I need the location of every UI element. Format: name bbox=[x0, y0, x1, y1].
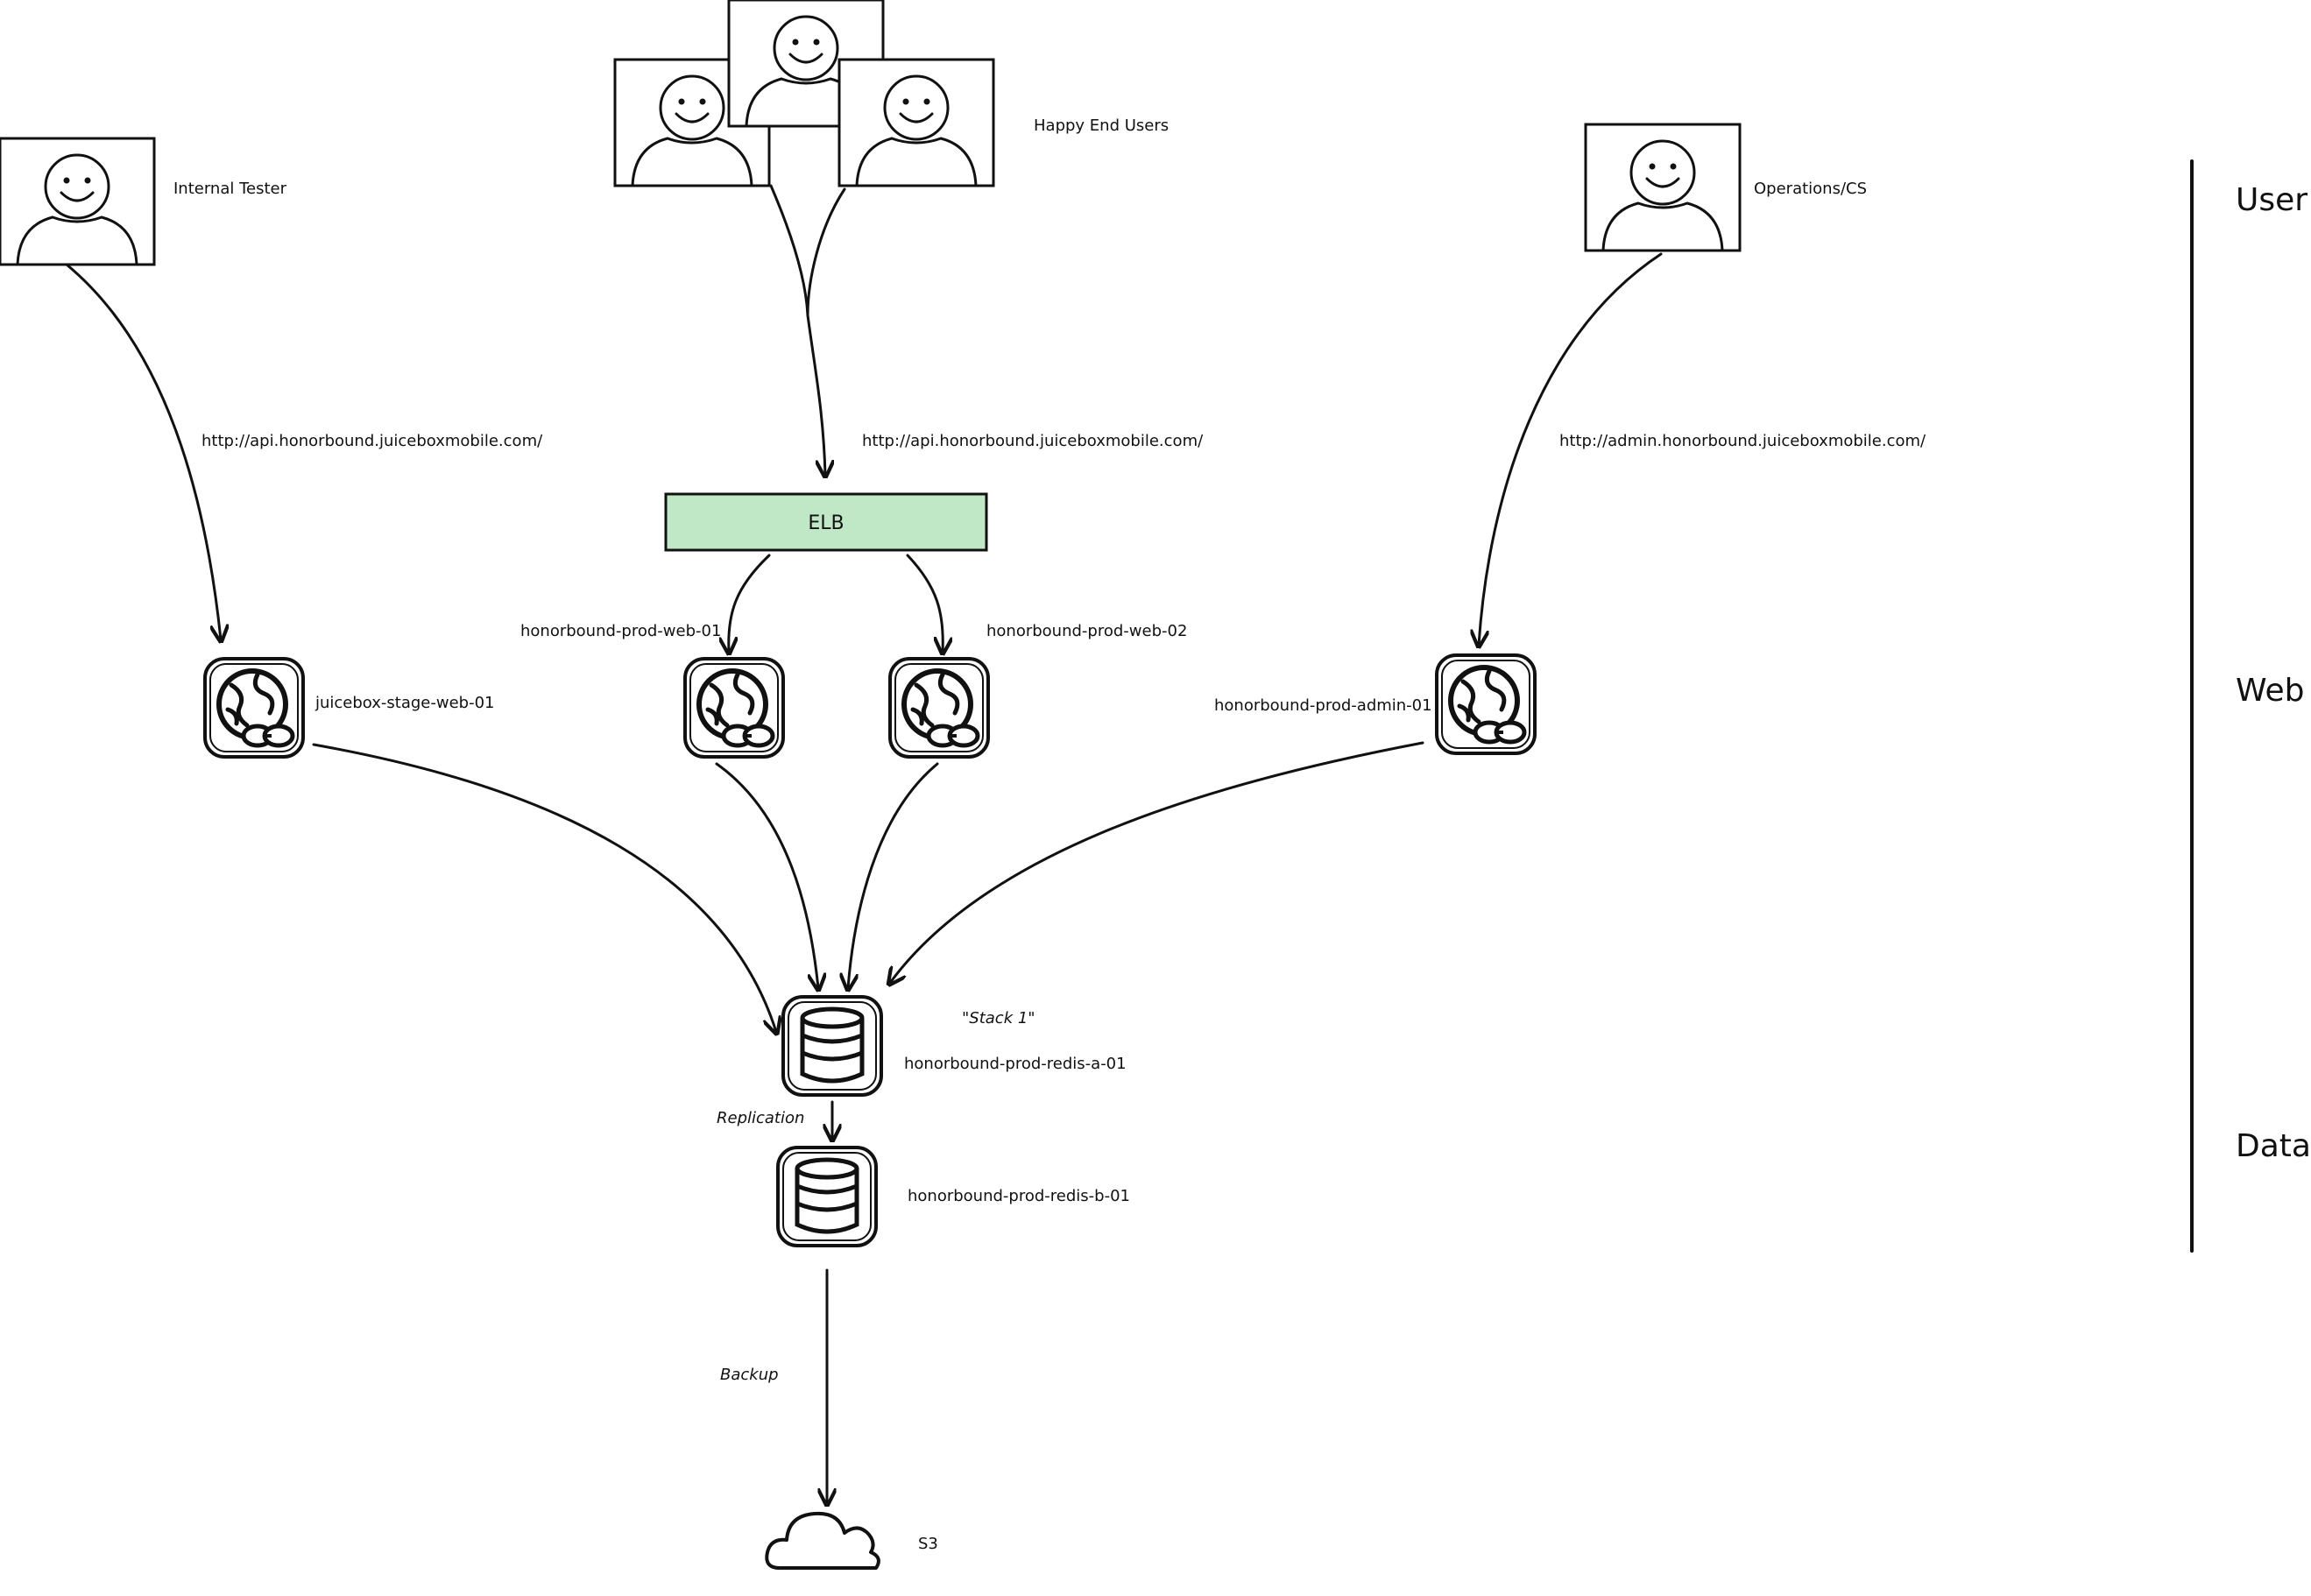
end-users-label: Happy End Users bbox=[1034, 117, 1169, 135]
prod-admin-01-label: honorbound-prod-admin-01 bbox=[1214, 696, 1432, 715]
url-public-label: http://api.honorbound.juiceboxmobile.com… bbox=[862, 432, 1204, 450]
redis-b-icon bbox=[778, 1148, 876, 1246]
tier-label-web: Web bbox=[2236, 673, 2305, 709]
url-admin-label: http://admin.honorbound.juiceboxmobile.c… bbox=[1559, 432, 1926, 450]
cloud-icon bbox=[765, 1511, 880, 1570]
internal-tester-label: Internal Tester bbox=[173, 180, 287, 198]
end-user-avatar-right bbox=[837, 58, 995, 187]
redis-a-icon bbox=[783, 997, 881, 1095]
stage-web-server-icon bbox=[205, 659, 303, 757]
url-internal-label: http://api.honorbound.juiceboxmobile.com… bbox=[201, 432, 543, 450]
elb-label: ELB bbox=[808, 512, 844, 534]
arrow-tester-to-stage bbox=[65, 263, 221, 639]
arrow-web01-to-redis bbox=[715, 762, 818, 988]
stage-web-server-label: juicebox-stage-web-01 bbox=[314, 694, 495, 712]
prod-web-02-icon bbox=[890, 659, 988, 757]
arrow-stage-to-redis bbox=[312, 743, 776, 1032]
arrow-users-merge-left bbox=[769, 184, 809, 317]
replication-label: Replication bbox=[717, 1109, 804, 1127]
arrow-users-merge-right bbox=[806, 187, 846, 317]
stack-label: "Stack 1" bbox=[962, 1009, 1035, 1028]
operations-avatar bbox=[1584, 123, 1742, 252]
operations-label: Operations/CS bbox=[1754, 180, 1867, 198]
s3-label: S3 bbox=[918, 1535, 938, 1553]
tier-label-data: Data bbox=[2236, 1128, 2311, 1164]
arrow-elb-to-web02 bbox=[906, 554, 943, 652]
arrow-elb-to-web01 bbox=[729, 554, 771, 652]
prod-web-01-icon bbox=[685, 659, 783, 757]
redis-a-label: honorbound-prod-redis-a-01 bbox=[904, 1055, 1127, 1073]
arrow-web02-to-redis bbox=[848, 762, 939, 988]
arrow-users-to-elb bbox=[806, 314, 825, 475]
prod-admin-01-icon bbox=[1437, 655, 1535, 753]
backup-label: Backup bbox=[720, 1366, 779, 1384]
arrow-admin-to-redis bbox=[890, 741, 1424, 983]
prod-web-02-label: honorbound-prod-web-02 bbox=[986, 622, 1187, 640]
prod-web-01-label: honorbound-prod-web-01 bbox=[520, 622, 721, 640]
elb-box bbox=[664, 492, 988, 552]
arrow-ops-to-admin bbox=[1479, 252, 1663, 645]
redis-b-label: honorbound-prod-redis-b-01 bbox=[908, 1187, 1130, 1205]
tier-label-user: User bbox=[2236, 182, 2307, 218]
internal-tester-avatar bbox=[0, 137, 156, 266]
